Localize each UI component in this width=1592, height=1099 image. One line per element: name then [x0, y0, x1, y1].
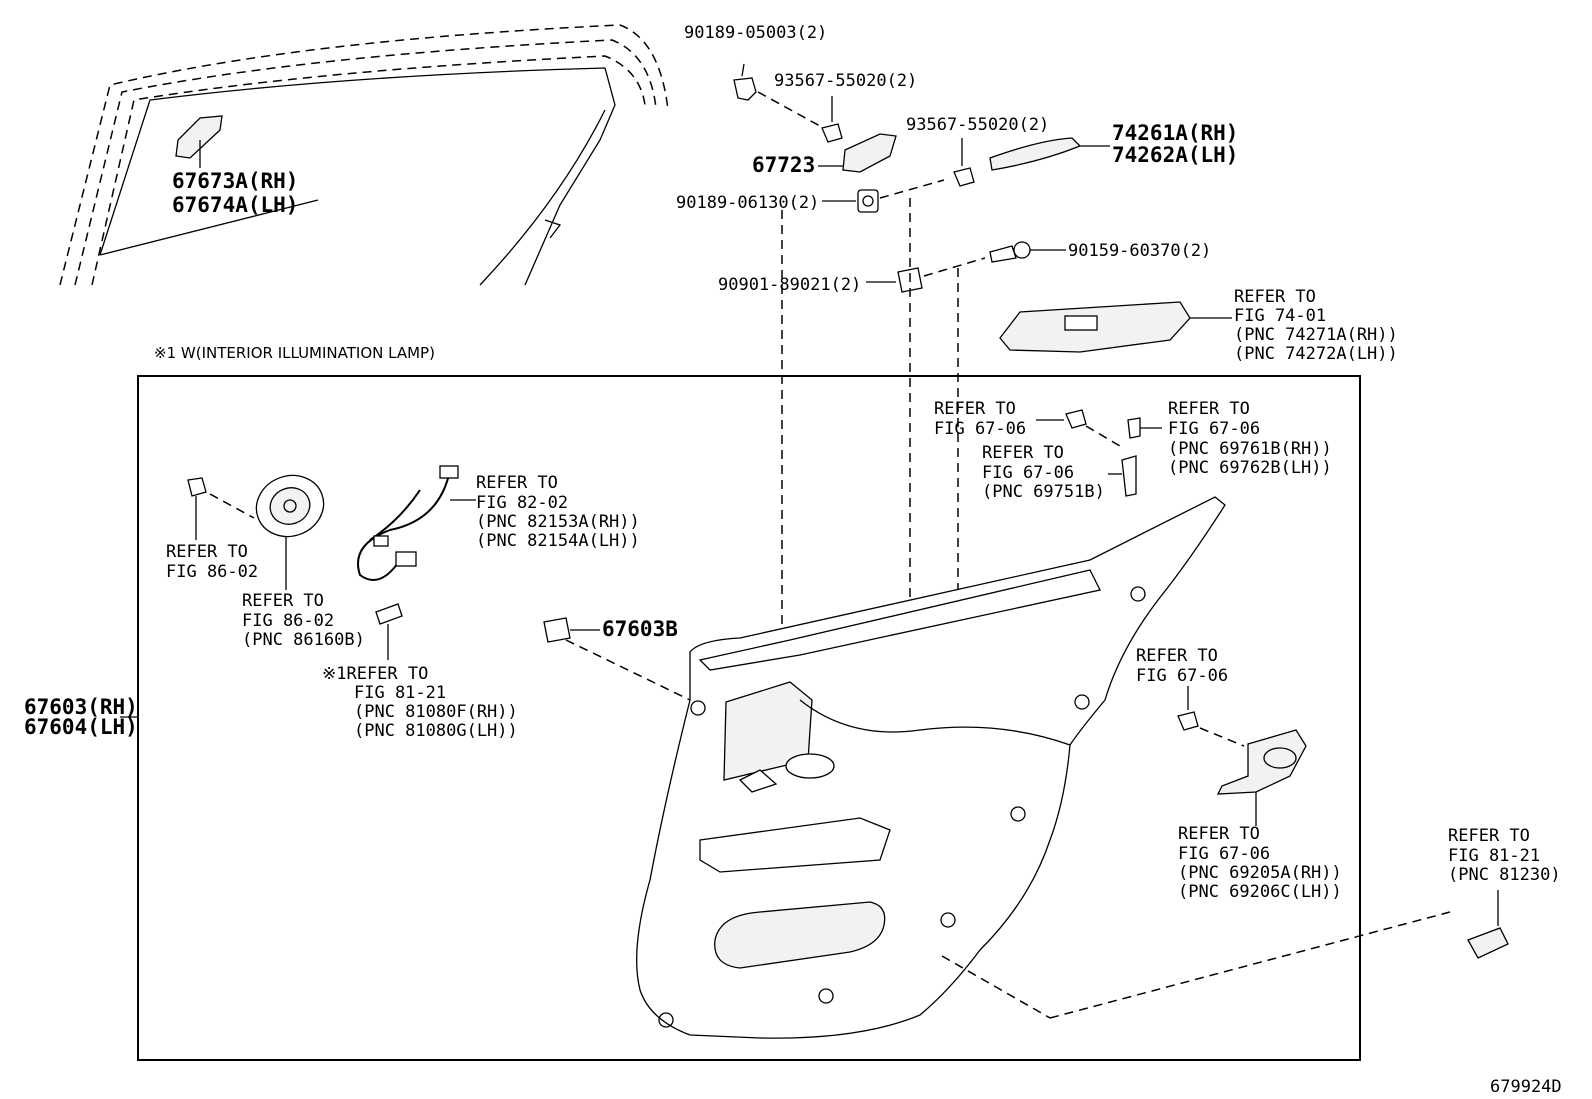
header-note: ※1 W(INTERIOR ILLUMINATION LAMP) [154, 344, 435, 362]
screw-speaker[interactable] [187, 477, 207, 540]
label-fig8202-3: (PNC 82153A(RH)) [476, 512, 640, 532]
clip-69761b[interactable] [1127, 417, 1141, 439]
label-90189-06130: 90189-06130(2) [676, 193, 819, 213]
label-93567-55020-b: 93567-55020(2) [906, 115, 1049, 135]
label-fig7401-2: FIG 74-01 [1234, 306, 1326, 326]
label-fig8202-1: REFER TO [476, 473, 558, 493]
screw-90159-60370[interactable] [989, 241, 1031, 263]
label-fig8121a-1: ※1REFER TO [322, 664, 428, 684]
label-fig6706e-3: (PNC 69205A(RH)) [1178, 863, 1342, 883]
label-74261a: 74261A(RH) [1112, 121, 1238, 145]
clip-67603b[interactable] [543, 617, 600, 643]
label-fig6706a-2: FIG 67-06 [934, 419, 1026, 439]
label-fig8602b-3: (PNC 86160B) [242, 630, 365, 650]
label-67723: 67723 [752, 153, 815, 177]
label-fig8602a-1: REFER TO [166, 542, 248, 562]
label-fig6706e-2: FIG 67-06 [1178, 844, 1270, 864]
label-fig6706b-1: REFER TO [1168, 399, 1250, 419]
label-fig6706b-4: (PNC 69762B(LH)) [1168, 458, 1332, 478]
label-fig8202-2: FIG 82-02 [476, 493, 568, 513]
speaker-86160b[interactable] [248, 466, 332, 590]
bracket-69751b[interactable] [1121, 455, 1137, 497]
part-74261a-ornament[interactable] [989, 137, 1082, 171]
interior-illumination-box [137, 375, 1361, 1061]
label-fig8602b-1: REFER TO [242, 591, 324, 611]
label-fig6706e-4: (PNC 69206C(LH)) [1178, 882, 1342, 902]
lamp-81230[interactable] [1467, 890, 1509, 959]
label-fig6706d-2: FIG 67-06 [1136, 666, 1228, 686]
label-fig8121a-3: (PNC 81080F(RH)) [354, 702, 518, 722]
part-67673a-garnish[interactable] [175, 115, 223, 159]
part-67723-bracket[interactable] [842, 133, 897, 173]
screw-93567-b[interactable] [953, 138, 975, 187]
wire-harness-82153a[interactable] [357, 465, 459, 581]
labels: 90189-05003(2) 93567-55020(2) 67723 9356… [24, 23, 1562, 1097]
label-fig8121a-2: FIG 81-21 [354, 683, 446, 703]
label-fig7401-1: REFER TO [1234, 287, 1316, 307]
clip-90189-05003[interactable] [733, 63, 757, 101]
label-fig6706c-3: (PNC 69751B) [982, 482, 1105, 502]
door-frame-outline [59, 24, 669, 286]
label-fig6706b-2: FIG 67-06 [1168, 419, 1260, 439]
label-67604: 67604(LH) [24, 715, 138, 739]
label-fig8602b-2: FIG 86-02 [242, 611, 334, 631]
label-67603: 67603(RH) [24, 695, 138, 719]
inside-handle-69205a[interactable] [1216, 729, 1307, 826]
label-67603b: 67603B [602, 617, 678, 641]
label-67674a: 67674A(LH) [172, 193, 298, 217]
label-90901-89021: 90901-89021(2) [718, 275, 861, 295]
label-fig6706e-1: REFER TO [1178, 824, 1260, 844]
label-fig7401-4: (PNC 74272A(LH)) [1234, 344, 1398, 364]
nut-90189-06130[interactable] [857, 189, 879, 213]
label-fig6706d-1: REFER TO [1136, 646, 1218, 666]
screw-93567-a[interactable] [821, 96, 843, 143]
label-fig8121b-3: (PNC 81230) [1448, 865, 1561, 885]
label-90159-60370: 90159-60370(2) [1068, 241, 1211, 261]
label-fig8121b-2: FIG 81-21 [1448, 846, 1540, 866]
label-fig8121a-4: (PNC 81080G(LH)) [354, 721, 518, 741]
screw-handle[interactable] [1177, 686, 1199, 731]
label-93567-55020-a: 93567-55020(2) [774, 71, 917, 91]
label-fig6706b-3: (PNC 69761B(RH)) [1168, 439, 1332, 459]
label-fig7401-3: (PNC 74271A(RH)) [1234, 325, 1398, 345]
label-fig6706c-2: FIG 67-06 [982, 463, 1074, 483]
label-fig8121b-1: REFER TO [1448, 826, 1530, 846]
label-fig8602a-2: FIG 86-02 [166, 562, 258, 582]
label-90189-05003: 90189-05003(2) [684, 23, 827, 43]
label-fig6706a-1: REFER TO [934, 399, 1016, 419]
label-fig8202-4: (PNC 82154A(LH)) [476, 531, 640, 551]
label-67673a: 67673A(RH) [172, 169, 298, 193]
label-fig6706c-1: REFER TO [982, 443, 1064, 463]
door-trim-panel-67603[interactable] [636, 496, 1226, 1039]
label-74262a: 74262A(LH) [1112, 143, 1238, 167]
drawing-number: 679924D [1490, 1077, 1562, 1097]
power-window-switch-base[interactable] [999, 301, 1191, 353]
lamp-81080f[interactable] [375, 603, 403, 660]
screw-69761b[interactable] [1065, 409, 1087, 429]
